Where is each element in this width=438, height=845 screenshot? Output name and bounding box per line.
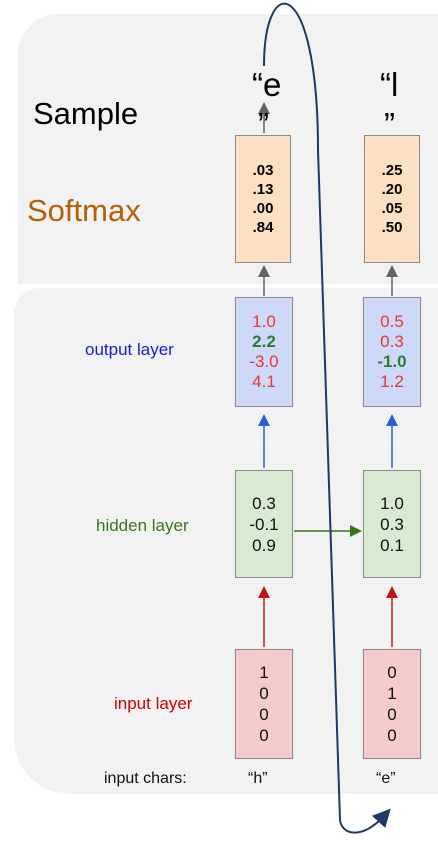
softmax-box-1: .03 .13 .00 .84 — [235, 135, 291, 263]
sampled-char-1: “e — [252, 66, 282, 103]
hidden-layer-label: hidden layer — [96, 516, 189, 535]
input-value: 1 — [387, 684, 397, 703]
softmax-box-2: .25 .20 .05 .50 — [364, 135, 420, 263]
sampled-char-2: “l — [380, 66, 399, 103]
output-value: 1.2 — [380, 372, 404, 391]
hidden-value: 0.1 — [380, 535, 404, 555]
output-value: 0.3 — [380, 332, 404, 351]
softmax-value: .20 — [381, 181, 403, 198]
sample-label: Sample — [33, 96, 139, 131]
input-box-1: 1 0 0 0 — [235, 649, 293, 759]
hidden-box-1: 0.3 -0.1 0.9 — [235, 470, 293, 578]
input-value: 0 — [259, 705, 269, 724]
hidden-value: -0.1 — [249, 514, 279, 534]
output-value-max: -1.0 — [377, 352, 407, 371]
input-value: 0 — [387, 726, 397, 745]
input-char-2: “e” — [376, 770, 396, 787]
softmax-value: .05 — [381, 200, 403, 217]
input-value: 1 — [259, 663, 269, 682]
output-value: 4.1 — [252, 372, 276, 391]
input-box-2: 0 1 0 0 — [363, 649, 421, 759]
input-chars-label: input chars: — [104, 770, 187, 787]
output-box-2: 0.5 0.3 -1.0 1.2 — [363, 297, 421, 407]
softmax-value: .50 — [381, 219, 403, 236]
sampled-char-1-close: ” — [258, 106, 269, 143]
softmax-value: .00 — [252, 200, 274, 217]
output-value: -3.0 — [249, 352, 279, 371]
input-value: 0 — [259, 726, 269, 745]
softmax-value: .84 — [252, 219, 274, 236]
softmax-label: Softmax — [27, 193, 141, 228]
input-value: 0 — [387, 705, 397, 724]
sampled-char-2-close: ” — [384, 106, 395, 143]
hidden-value: 0.3 — [252, 493, 276, 513]
hidden-value: 0.3 — [380, 514, 404, 534]
hidden-value: 1.0 — [380, 493, 404, 513]
softmax-value: .03 — [252, 162, 274, 179]
softmax-value: .25 — [381, 162, 403, 179]
output-box-1: 1.0 2.2 -3.0 4.1 — [235, 297, 293, 407]
input-value: 0 — [387, 663, 397, 682]
output-value: 0.5 — [380, 312, 404, 331]
hidden-value: 0.9 — [252, 535, 276, 555]
input-layer-label: input layer — [114, 694, 193, 713]
input-char-1: “h” — [248, 770, 268, 787]
softmax-value: .13 — [252, 181, 274, 198]
output-layer-label: output layer — [85, 340, 174, 359]
feedback-loop-arrow — [263, 2, 391, 834]
input-value: 0 — [259, 684, 269, 703]
hidden-box-2: 1.0 0.3 0.1 — [363, 470, 421, 578]
output-value: 1.0 — [252, 312, 276, 331]
output-value-max: 2.2 — [252, 332, 276, 351]
